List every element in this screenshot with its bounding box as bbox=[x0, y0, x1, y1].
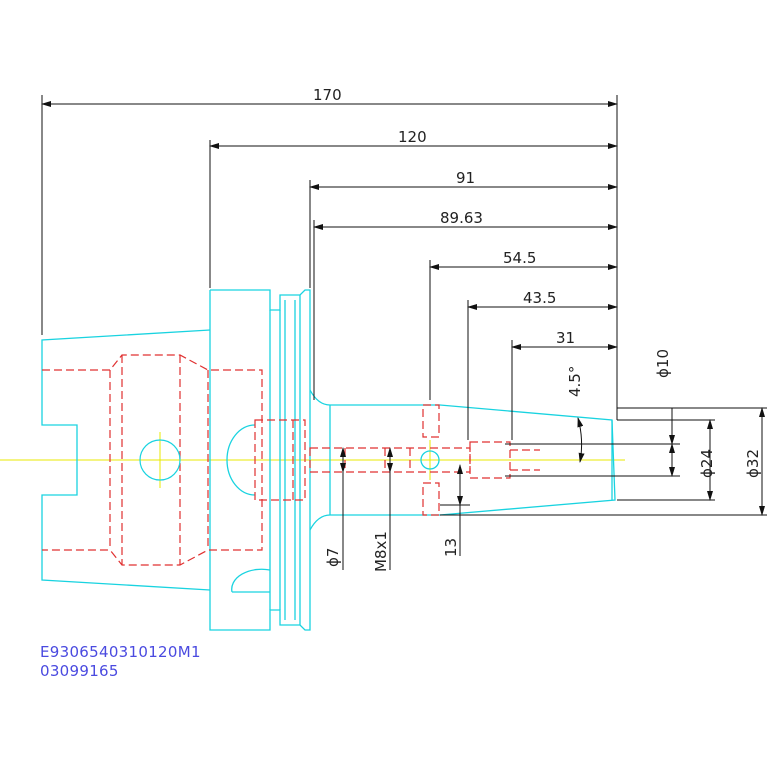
dim-91: 91 bbox=[456, 169, 475, 187]
dim-43-5: 43.5 bbox=[523, 289, 556, 307]
shank-hole-circle bbox=[139, 439, 181, 481]
centerline bbox=[0, 432, 625, 488]
dim-dia-10: ϕ10 bbox=[654, 349, 672, 378]
dim-13: 13 bbox=[442, 538, 460, 557]
dim-dia-24: ϕ24 bbox=[698, 449, 716, 478]
dim-31: 31 bbox=[556, 329, 575, 347]
dim-54-5: 54.5 bbox=[503, 249, 536, 267]
dim-dia-32: ϕ32 bbox=[744, 449, 762, 478]
hidden-lines bbox=[42, 354, 540, 566]
dim-thread-m8: M8x1 bbox=[372, 531, 390, 572]
dim-89-63: 89.63 bbox=[440, 209, 483, 227]
dimension-lines bbox=[41, 95, 767, 570]
dim-angle: 4.5° bbox=[566, 366, 584, 397]
part-number: 03099165 bbox=[40, 662, 119, 680]
dimension-labels: 170 120 91 89.63 54.5 43.5 31 4.5° ϕ10 ϕ… bbox=[313, 86, 762, 572]
dim-170: 170 bbox=[313, 86, 342, 104]
dim-dia-7: ϕ7 bbox=[324, 548, 342, 567]
part-code: E9306540310120M1 bbox=[40, 643, 201, 661]
dim-120: 120 bbox=[398, 128, 427, 146]
holder-outline bbox=[41, 289, 616, 631]
